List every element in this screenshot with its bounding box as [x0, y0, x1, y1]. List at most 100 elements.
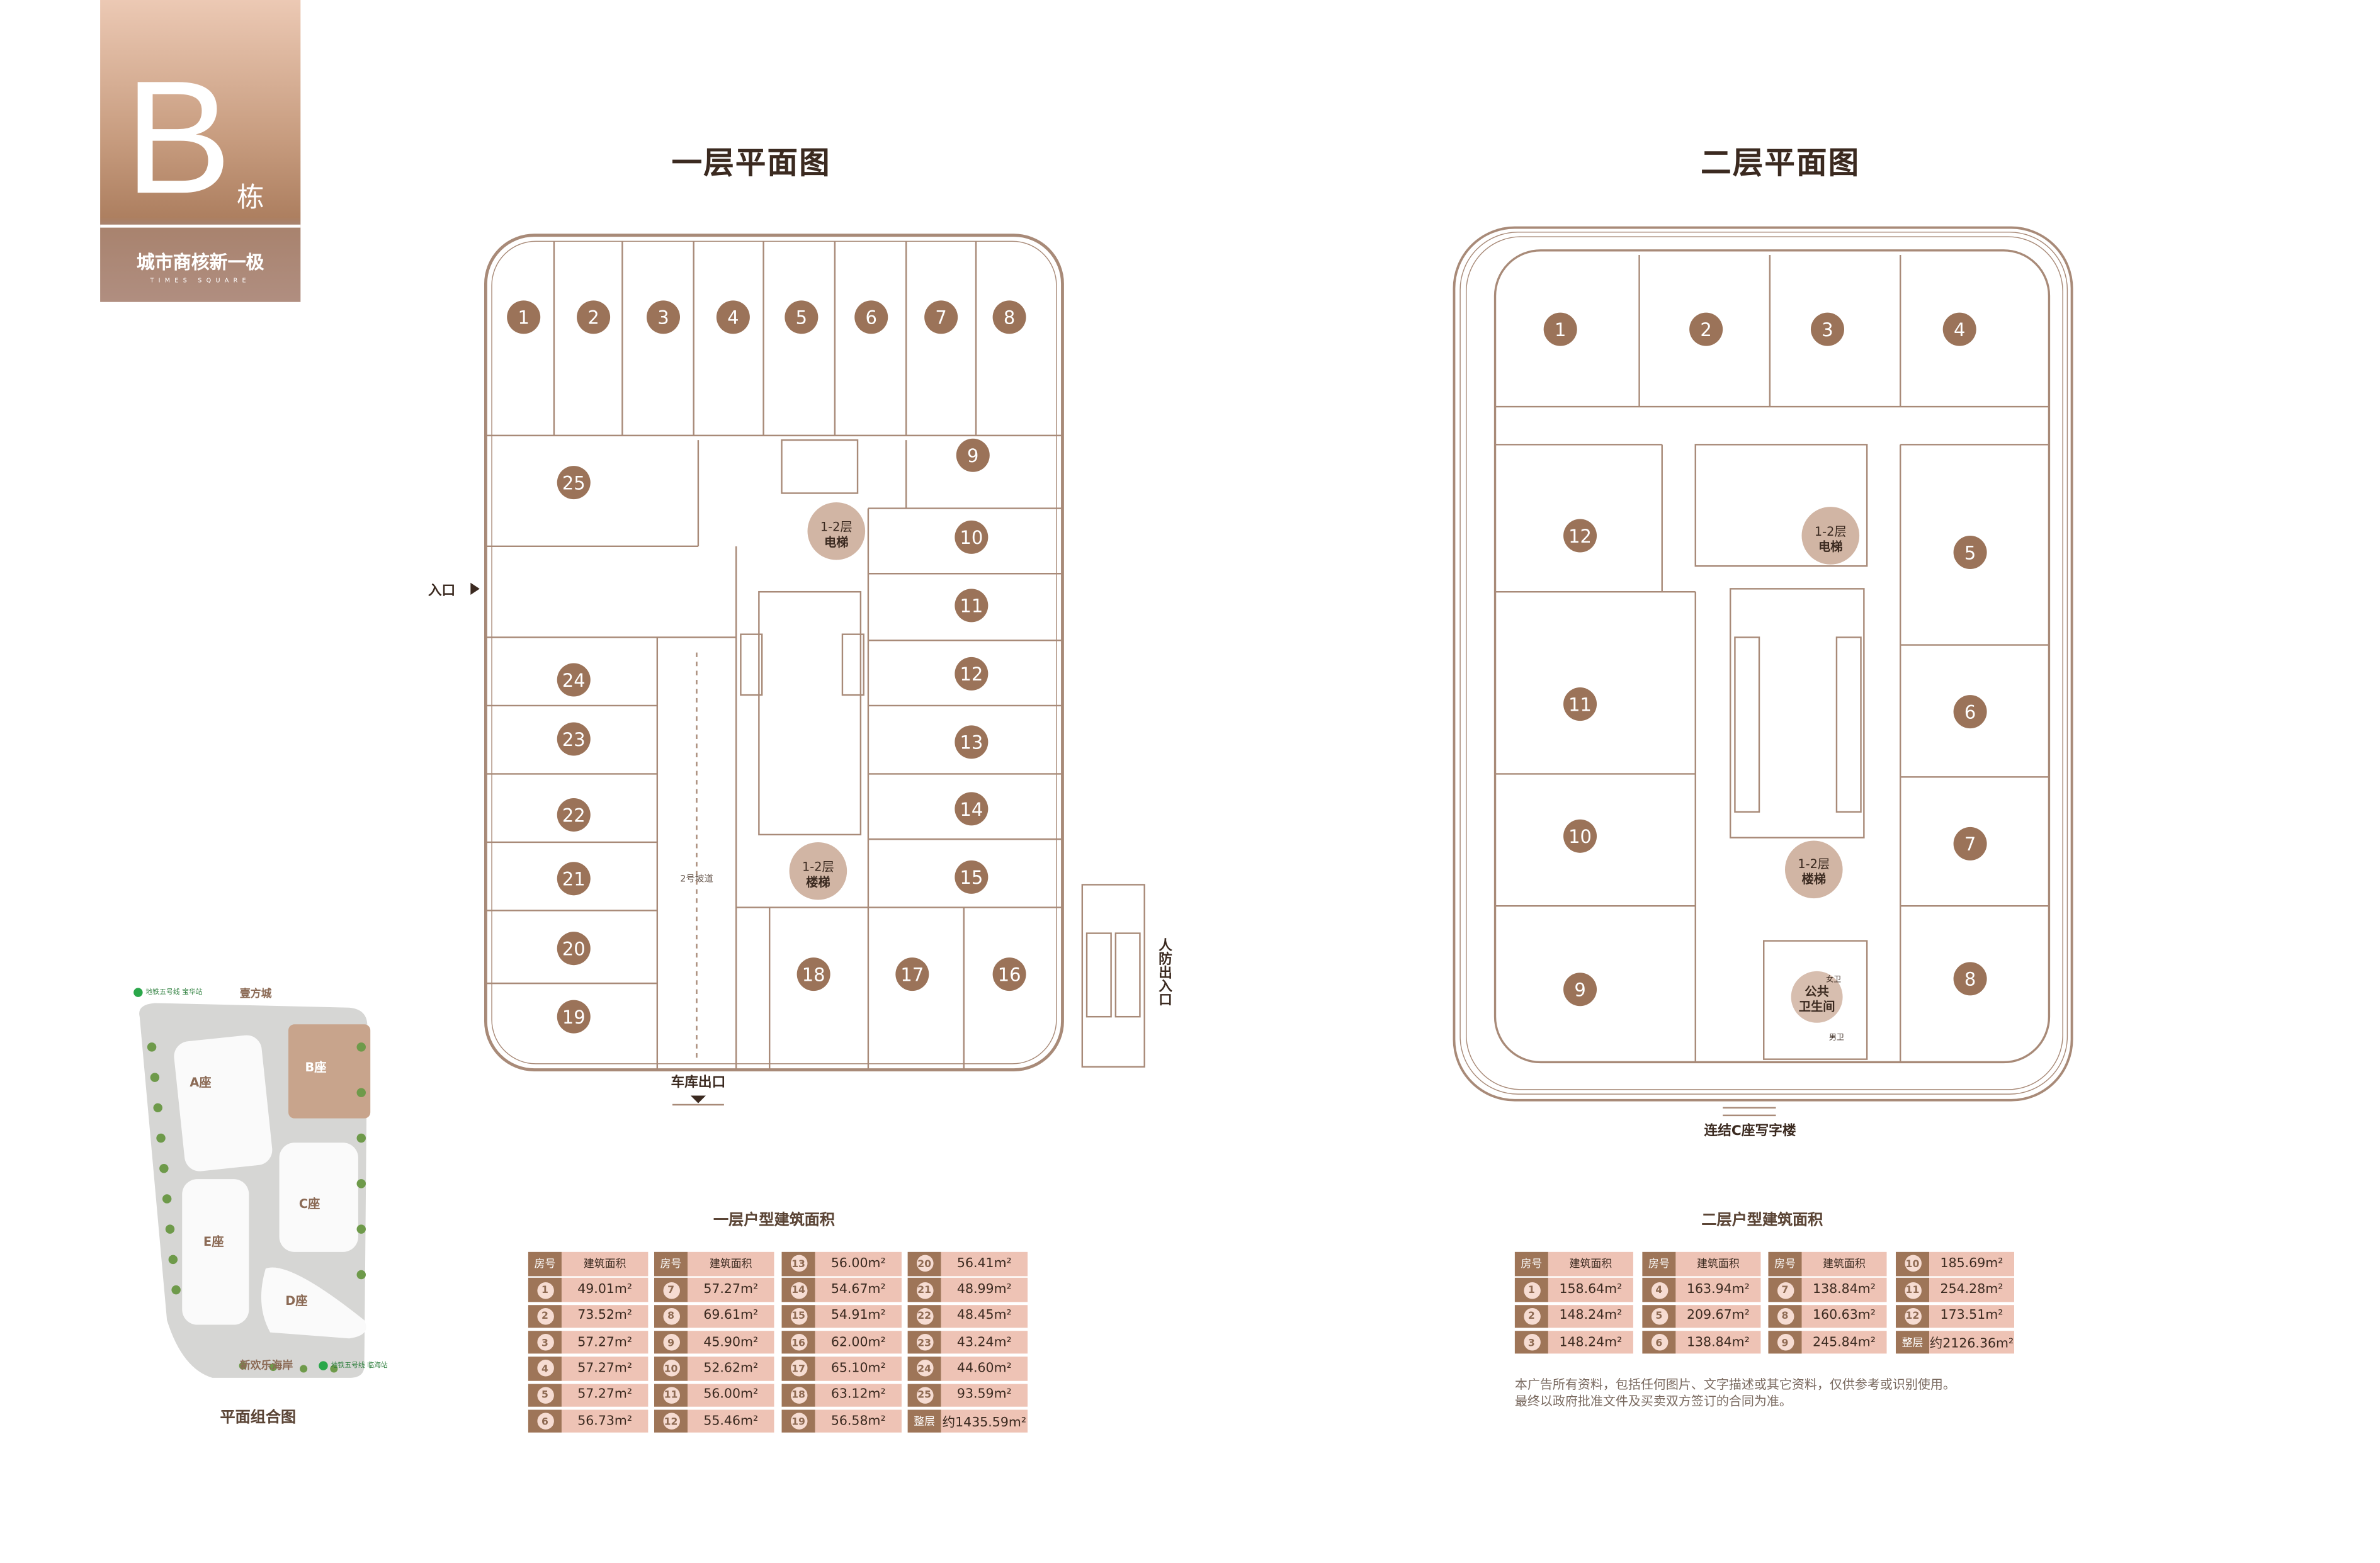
unit-number-circle — [1953, 695, 1987, 729]
unit-number-circle — [1689, 312, 1723, 346]
unit-number-circle — [895, 957, 929, 991]
unit-number-circle — [1543, 312, 1577, 346]
room-area: 56.00m² — [815, 1251, 902, 1276]
floor1-unit-3[interactable]: 3 — [646, 300, 680, 334]
floor2-unit-2[interactable]: 2 — [1689, 312, 1723, 346]
unit-number-circle — [1563, 819, 1597, 853]
floor1-unit-12[interactable]: 12 — [955, 657, 989, 691]
floor2-restroom-marker: 公共 卫生间 女卫 男卫 — [1791, 971, 1844, 1041]
room-number: 21 — [915, 1281, 933, 1299]
floor1-unit-14[interactable]: 14 — [955, 792, 989, 826]
floor1-unit-8[interactable]: 8 — [992, 300, 1026, 334]
room-area: 245.84m² — [1801, 1330, 1887, 1355]
floor1-unit-21[interactable]: 21 — [557, 862, 591, 896]
unit-number-circle — [992, 957, 1026, 991]
table-header-row: 房号建筑面积 — [1514, 1251, 1633, 1276]
room-area: 49.01m² — [561, 1278, 649, 1302]
total-label: 整层 — [907, 1409, 941, 1433]
room-number: 19 — [790, 1413, 807, 1430]
unit-number: 4 — [1954, 319, 1965, 341]
floor1-unit-15[interactable]: 15 — [955, 860, 989, 894]
unit-number: 9 — [1574, 979, 1585, 1001]
floor1-unit-16[interactable]: 16 — [992, 957, 1026, 991]
unit-number-circle — [924, 300, 958, 334]
floor1-unit-10[interactable]: 10 — [955, 520, 989, 554]
entrance-label: 入口 — [428, 583, 455, 599]
room-number: 3 — [536, 1334, 553, 1351]
unit-number: 2 — [587, 307, 599, 329]
building-d-label: D座 — [285, 1294, 308, 1309]
floor2-unit-1[interactable]: 1 — [1543, 312, 1577, 346]
floor1-unit-4[interactable]: 4 — [716, 300, 750, 334]
room-number: 6 — [1650, 1334, 1668, 1351]
unit-number: 12 — [960, 663, 983, 685]
floor1-unit-19[interactable]: 19 — [557, 1000, 591, 1034]
room-number: 5 — [1650, 1307, 1668, 1325]
room-number: 7 — [662, 1281, 679, 1299]
unit-number-circle — [557, 663, 591, 697]
metro-south-label: 地铁五号线 临海站 — [331, 1362, 388, 1370]
room-number: 10 — [662, 1360, 679, 1377]
floor2-unit-11[interactable]: 11 — [1563, 687, 1597, 721]
floor1-unit-17[interactable]: 17 — [895, 957, 929, 991]
floor1-unit-9[interactable]: 9 — [956, 438, 990, 472]
room-number: 8 — [1776, 1307, 1794, 1325]
floor1-unit-1[interactable]: 1 — [507, 300, 541, 334]
restroom-label: 公共 — [1805, 984, 1829, 998]
floor1-unit-25[interactable]: 25 — [557, 466, 591, 500]
floor2-unit-3[interactable]: 3 — [1810, 312, 1845, 346]
floor2-stairs-marker: 1-2层 楼梯 — [1784, 840, 1843, 899]
room-area: 57.27m² — [688, 1278, 774, 1302]
floor1-unit-5[interactable]: 5 — [785, 300, 819, 334]
floor2-unit-5[interactable]: 5 — [1953, 535, 1987, 570]
unit-number: 13 — [960, 732, 983, 753]
floor1-unit-24[interactable]: 24 — [557, 663, 591, 697]
disclaimer-line2: 最终以政府批准文件及买卖双方签订的合同为准。 — [1514, 1393, 1792, 1409]
floor2-unit-8[interactable]: 8 — [1953, 962, 1987, 996]
room-number: 2 — [1523, 1307, 1540, 1325]
floor1-unit-2[interactable]: 2 — [577, 300, 611, 334]
floor1-unit-13[interactable]: 13 — [955, 725, 989, 759]
unit-number: 18 — [802, 964, 825, 986]
floor2-elevator-marker: 1-2层 电梯 — [1801, 507, 1860, 565]
floor1-unit-6[interactable]: 6 — [854, 300, 888, 334]
floor2-unit-4[interactable]: 4 — [1942, 312, 1976, 346]
room-number: 11 — [1904, 1281, 1921, 1299]
ramp-label: 2号坡道 — [680, 874, 713, 884]
unit-number-circle — [796, 957, 830, 991]
header-room-no: 房号 — [654, 1251, 688, 1276]
room-area: 55.46m² — [688, 1409, 774, 1433]
building-e-shape — [182, 1179, 249, 1325]
floor1-title: 一层平面图 — [671, 144, 831, 181]
unit-number-circle — [955, 792, 989, 826]
floor1-unit-20[interactable]: 20 — [557, 932, 591, 966]
floor1-unit-11[interactable]: 11 — [955, 589, 989, 623]
floor2-elevator-label2: 电梯 — [1818, 539, 1843, 554]
unit-number: 15 — [960, 867, 983, 888]
table-total-row: 整层约1435.59m² — [907, 1409, 1028, 1433]
floor2-unit-9[interactable]: 9 — [1563, 973, 1597, 1007]
table-total-row: 整层约2126.36m² — [1895, 1330, 2014, 1355]
floor2-unit-10[interactable]: 10 — [1563, 819, 1597, 853]
floor1-unit-18[interactable]: 18 — [796, 957, 830, 991]
building-e-label: E座 — [203, 1235, 224, 1250]
floor2-unit-12[interactable]: 12 — [1563, 519, 1597, 553]
floor1-unit-23[interactable]: 23 — [557, 722, 591, 756]
floor2-unit-6[interactable]: 6 — [1953, 695, 1987, 729]
room-number: 15 — [790, 1307, 807, 1325]
floor1-unit-7[interactable]: 7 — [924, 300, 958, 334]
floor2-unit-7[interactable]: 7 — [1953, 827, 1987, 860]
table-header-row: 房号建筑面积 — [528, 1251, 649, 1276]
room-number: 6 — [536, 1413, 553, 1430]
unit-number-circle — [785, 300, 819, 334]
unit-number-circle — [507, 300, 541, 334]
floor1-unit-22[interactable]: 22 — [557, 798, 591, 832]
